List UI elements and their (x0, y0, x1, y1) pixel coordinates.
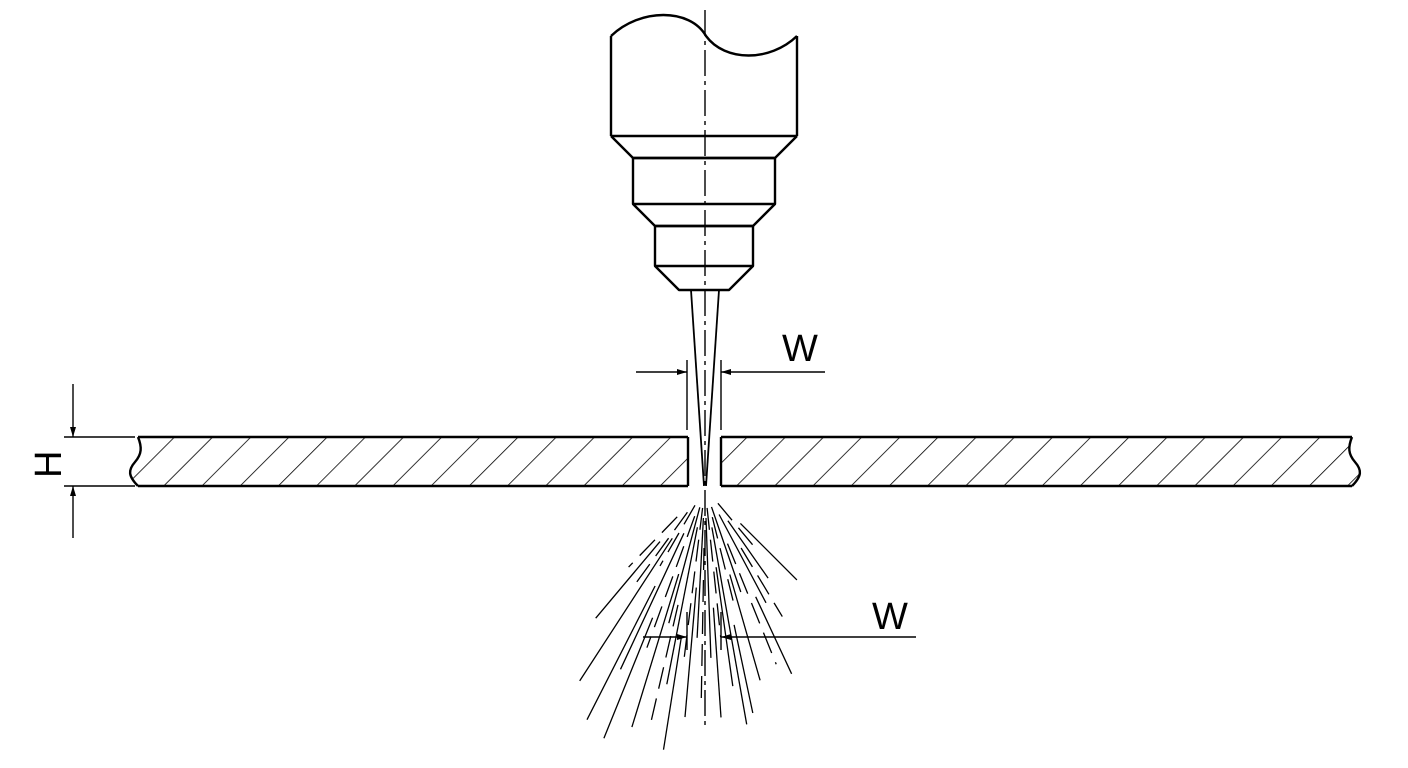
spark-ray (619, 533, 685, 670)
spark-spray-icon (579, 502, 798, 750)
thickness-dimension (64, 384, 135, 538)
spark-ray (715, 567, 734, 687)
spark-ray (586, 585, 656, 720)
spark-ray (726, 543, 777, 665)
spark-ray (662, 636, 683, 750)
laser-beam-icon (690, 289, 720, 487)
spark-ray (710, 506, 742, 593)
spark-ray (711, 527, 748, 725)
spark-ray (717, 502, 757, 550)
spark-ray (706, 507, 722, 638)
kerf-width-bottom-label: W (872, 596, 908, 638)
spark-ray (666, 527, 699, 685)
spark-ray (684, 587, 697, 718)
spark-ray (631, 573, 680, 728)
spark-ray (696, 517, 705, 638)
spark-ray (603, 617, 654, 739)
spark-ray (755, 596, 793, 675)
spark-ray (650, 604, 679, 722)
spark-ray (646, 515, 696, 648)
thickness-label: H (28, 450, 70, 478)
spark-ray (633, 511, 688, 586)
spark-ray (595, 541, 661, 619)
spark-ray (739, 522, 798, 581)
spark-ray (628, 516, 678, 568)
spark-ray (727, 520, 769, 579)
workpiece-plate-icon (128, 435, 1362, 488)
spark-ray (668, 507, 701, 624)
kerf-width-top-label: W (782, 328, 818, 370)
spark-ray (740, 547, 783, 617)
spark-ray (700, 547, 705, 699)
cutting-nozzle-icon (609, 13, 799, 292)
spark-ray (579, 537, 673, 682)
spark-ray (712, 607, 722, 718)
nozzle-break-line (610, 13, 798, 57)
spark-ray (718, 514, 767, 604)
spark-ray (729, 574, 761, 681)
spark-ray (705, 517, 712, 658)
kerf-width-bottom-dimension (643, 612, 916, 650)
spark-ray (711, 516, 735, 605)
spark-ray (659, 504, 696, 567)
kerf-width-top-dimension (636, 360, 825, 430)
spark-ray (733, 624, 754, 714)
